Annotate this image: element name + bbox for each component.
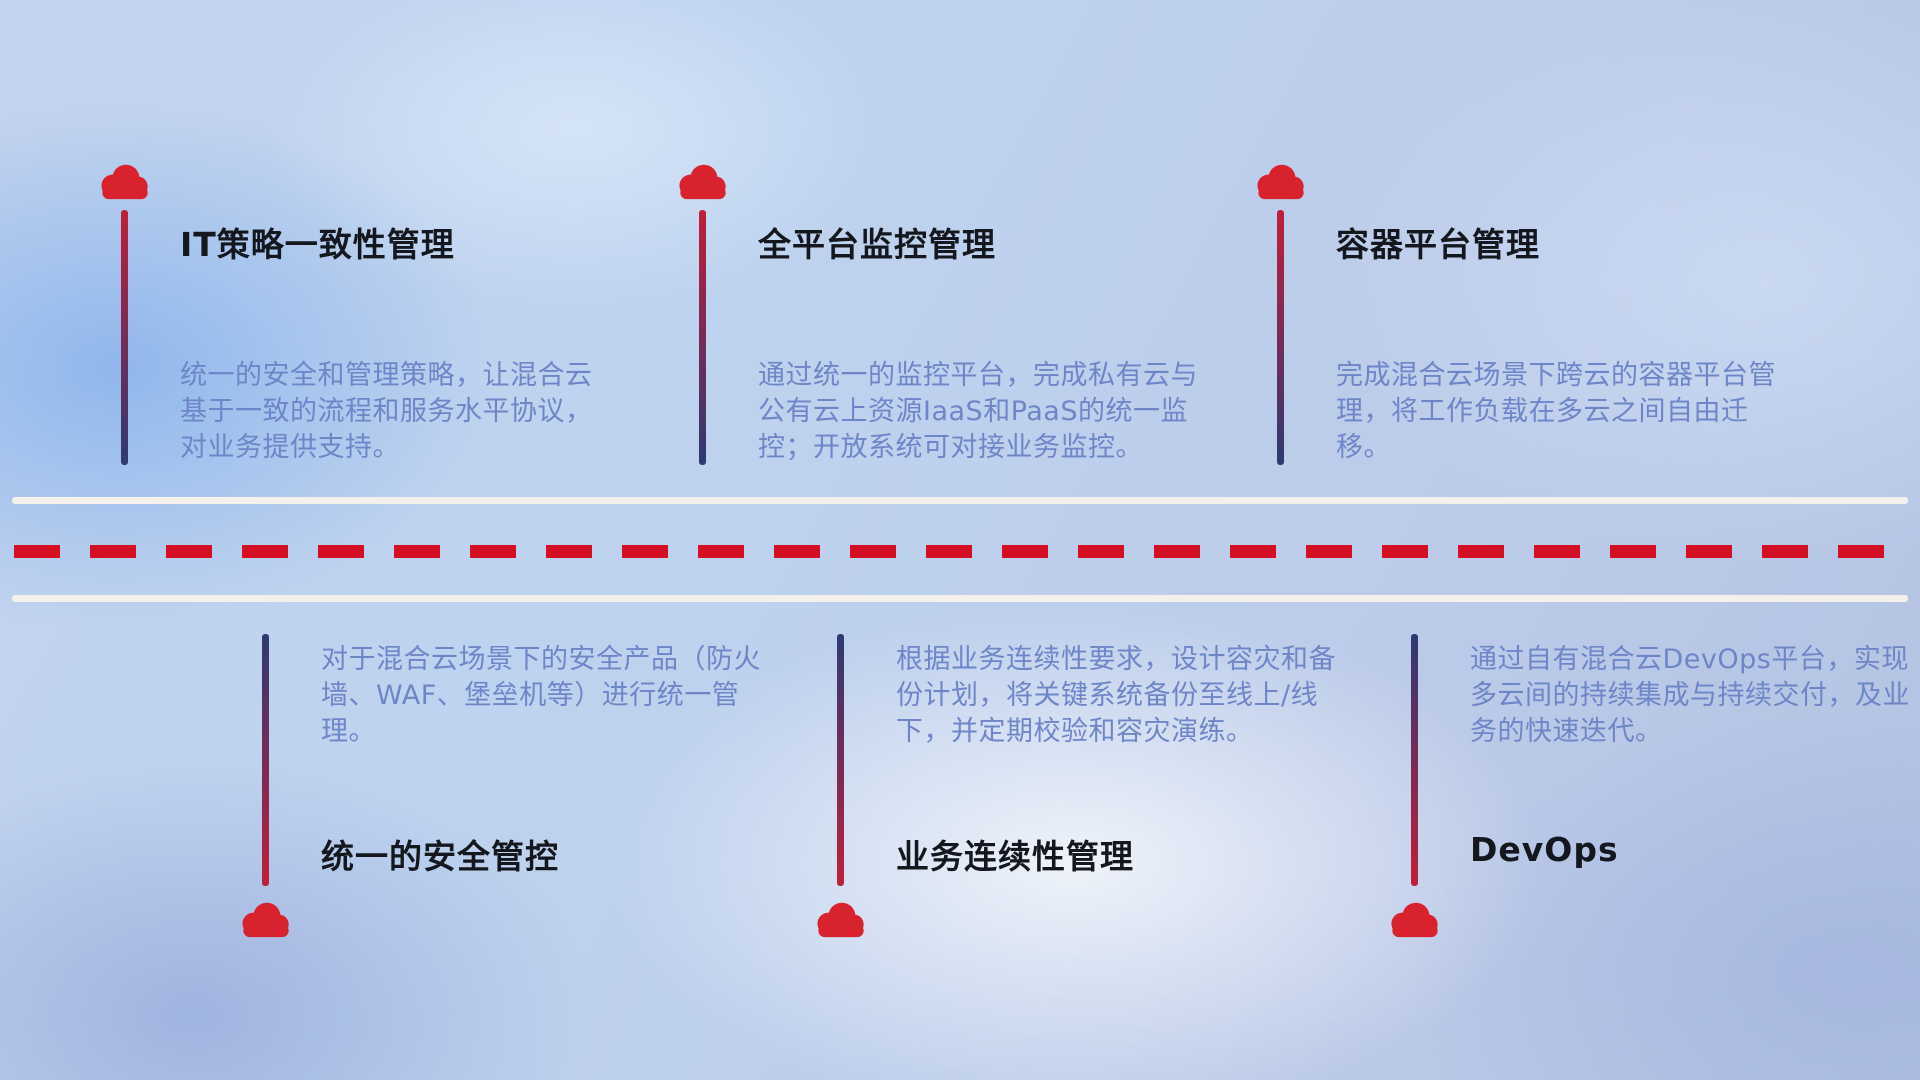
cloud-icon xyxy=(674,160,732,202)
feature-item-devops: 通过自有混合云DevOps平台，实现多云间的持续集成与持续交付，及业务的快速迭代… xyxy=(1386,630,1920,960)
timeline-stem xyxy=(262,634,269,886)
feature-description: 完成混合云场景下跨云的容器平台管理，将工作负载在多云之间自由迁移。 xyxy=(1336,360,1776,463)
cloud-icon xyxy=(237,898,295,940)
feature-item-security-control: 对于混合云场景下的安全产品（防火墙、WAF、堡垒机等）进行统一管理。 统一的安全… xyxy=(237,630,777,960)
feature-description: 通过统一的监控平台，完成私有云与公有云上资源IaaS和PaaS的统一监控；开放系… xyxy=(758,360,1198,463)
feature-description: 根据业务连续性要求，设计容灾和备份计划，将关键系统备份至线上/线下，并定期校验和… xyxy=(896,644,1336,747)
timeline-stem xyxy=(837,634,844,886)
cloud-icon xyxy=(96,160,154,202)
feature-description: 对于混合云场景下的安全产品（防火墙、WAF、堡垒机等）进行统一管理。 xyxy=(321,644,761,747)
timeline-stem xyxy=(1277,210,1284,465)
feature-description: 统一的安全和管理策略，让混合云基于一致的流程和服务水平协议，对业务提供支持。 xyxy=(180,360,593,463)
feature-item-business-continuity: 根据业务连续性要求，设计容灾和备份计划，将关键系统备份至线上/线下，并定期校验和… xyxy=(812,630,1352,960)
timeline-stem xyxy=(699,210,706,465)
feature-description: 通过自有混合云DevOps平台，实现多云间的持续集成与持续交付，及业务的快速迭代… xyxy=(1470,644,1910,747)
feature-title: 业务连续性管理 xyxy=(896,837,1134,876)
timeline-stem xyxy=(121,210,128,465)
feature-item-monitoring: 全平台监控管理 通过统一的监控平台，完成私有云与公有云上资源IaaS和PaaS的… xyxy=(674,160,1214,490)
road-edge-line-bottom xyxy=(12,595,1908,602)
feature-title: 全平台监控管理 xyxy=(758,225,996,264)
feature-item-container-platform: 容器平台管理 完成混合云场景下跨云的容器平台管理，将工作负载在多云之间自由迁移。 xyxy=(1252,160,1792,490)
road-center-dashed-line xyxy=(14,545,1906,558)
feature-title: DevOps xyxy=(1470,830,1619,869)
timeline-stem xyxy=(1411,634,1418,886)
feature-title: 统一的安全管控 xyxy=(321,837,559,876)
feature-item-it-policy: IT策略一致性管理 统一的安全和管理策略，让混合云基于一致的流程和服务水平协议，… xyxy=(96,160,636,490)
road-edge-line-top xyxy=(12,497,1908,504)
cloud-icon xyxy=(1386,898,1444,940)
feature-title: 容器平台管理 xyxy=(1336,225,1540,264)
feature-title: IT策略一致性管理 xyxy=(180,225,455,264)
cloud-icon xyxy=(812,898,870,940)
cloud-icon xyxy=(1252,160,1310,202)
